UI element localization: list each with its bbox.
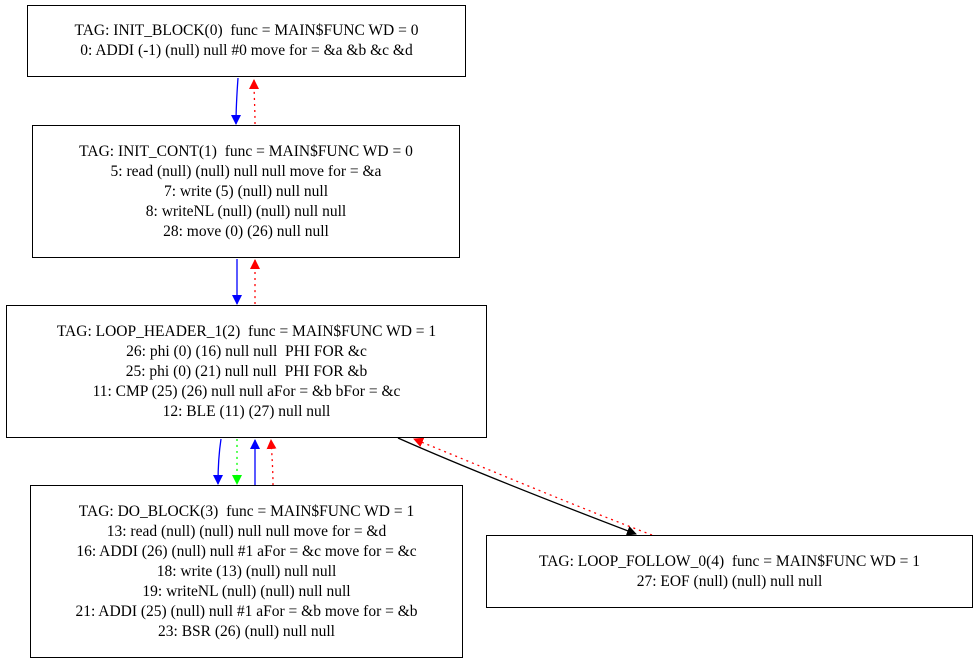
node-line: 7: write (5) (null) null null xyxy=(163,182,328,200)
node-line: TAG: INIT_BLOCK(0) func = MAIN$FUNC WD =… xyxy=(74,22,419,39)
edge-init-cont-to-init-block xyxy=(249,79,260,125)
node-line: 25: phi (0) (21) null null PHI FOR &b xyxy=(125,362,368,380)
edge-loop-header-to-do-block xyxy=(213,438,224,485)
node-line: 28: move (0) (26) null null xyxy=(163,222,329,240)
node-loop-header[interactable]: TAG: LOOP_HEADER_1(2) func = MAIN$FUNC W… xyxy=(6,305,487,438)
edge-init-block-to-init-cont xyxy=(231,77,242,125)
node-line: 16: ADDI (26) (null) null #1 aFor = &c m… xyxy=(76,542,417,560)
node-line: 27: EOF (null) (null) null null xyxy=(636,572,823,590)
node-line: TAG: LOOP_HEADER_1(2) func = MAIN$FUNC W… xyxy=(56,322,437,340)
node-line: TAG: LOOP_FOLLOW_0(4) func = MAIN$FUNC W… xyxy=(538,552,921,570)
node-line: TAG: INIT_CONT(1) func = MAIN$FUNC WD = … xyxy=(79,142,413,160)
edge-do-block-to-loop-header-red xyxy=(266,439,277,486)
node-line: 11: CMP (25) (26) null null aFor = &b bF… xyxy=(92,382,401,400)
node-line: 0: ADDI (-1) (null) null #0 move for = &… xyxy=(80,42,413,59)
node-init-block[interactable]: TAG: INIT_BLOCK(0) func = MAIN$FUNC WD =… xyxy=(27,5,466,77)
node-loop-follow[interactable]: TAG: LOOP_FOLLOW_0(4) func = MAIN$FUNC W… xyxy=(486,535,973,608)
node-line: 12: BLE (11) (27) null null xyxy=(162,402,331,420)
node-line: 26: phi (0) (16) null null PHI FOR &c xyxy=(126,342,367,360)
edge-loop-follow-to-loop-header xyxy=(413,437,653,536)
node-init-cont[interactable]: TAG: INIT_CONT(1) func = MAIN$FUNC WD = … xyxy=(32,125,460,258)
node-line: 5: read (null) (null) null null move for… xyxy=(110,162,382,180)
node-line: 13: read (null) (null) null null move fo… xyxy=(106,522,387,540)
edge-loop-header-to-loop-follow xyxy=(397,437,637,536)
node-do-block[interactable]: TAG: DO_BLOCK(3) func = MAIN$FUNC WD = 1… xyxy=(30,485,463,658)
node-line: 19: writeNL (null) (null) null null xyxy=(142,582,351,600)
node-line: TAG: DO_BLOCK(3) func = MAIN$FUNC WD = 1 xyxy=(78,502,415,520)
node-line: 18: write (13) (null) null null xyxy=(156,562,337,580)
node-line: 21: ADDI (25) (null) null #1 aFor = &b m… xyxy=(75,602,418,620)
node-line: 23: BSR (26) (null) null null xyxy=(158,622,335,640)
node-line: 8: writeNL (null) (null) null null xyxy=(145,202,347,220)
